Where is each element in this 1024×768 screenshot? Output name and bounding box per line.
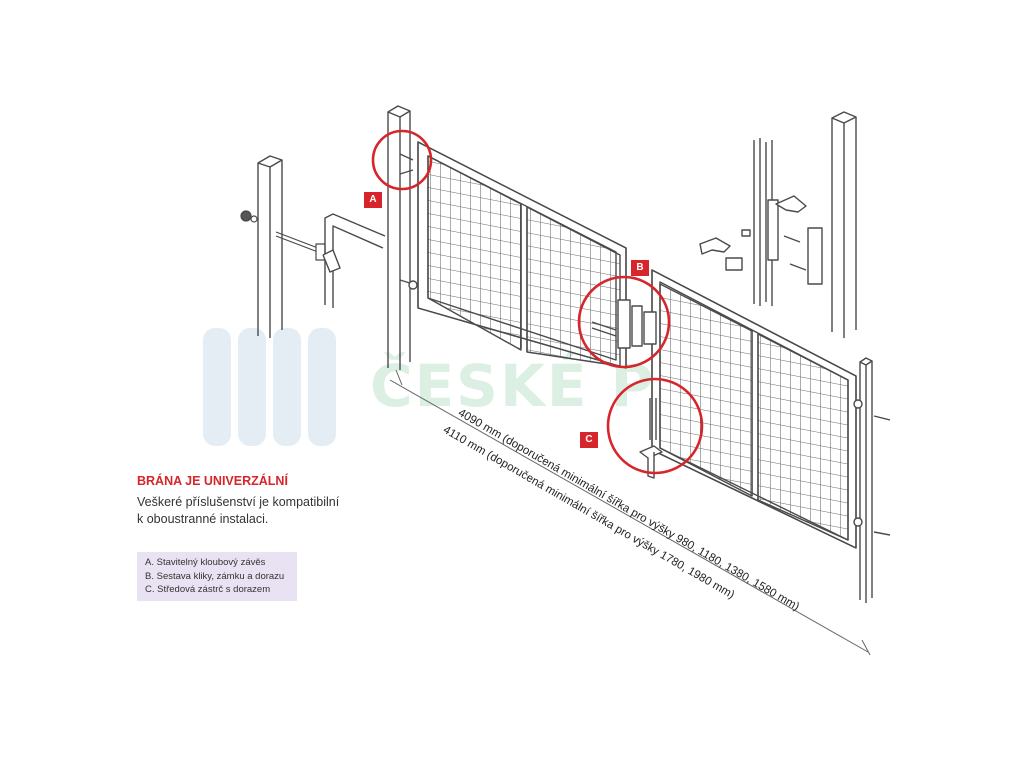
callout-circle-c	[606, 377, 704, 475]
callout-circle-a	[371, 129, 433, 191]
right-gate-leaf	[651, 269, 857, 549]
right-gate-post	[853, 357, 891, 603]
legend-box: A. Stavitelný kloubový závěs B. Sestava …	[137, 552, 297, 601]
handle-set	[699, 195, 823, 285]
dimension-lines	[389, 369, 871, 656]
legend-item-a: A. Stavitelný kloubový závěs	[145, 557, 266, 568]
callout-label-a: A	[364, 192, 382, 208]
legend-item-c: C. Středová zástrč s dorazem	[145, 584, 271, 595]
callout-circle-b	[577, 275, 671, 369]
legend-item-b: B. Sestava kliky, zámku a dorazu	[145, 570, 285, 582]
left-exploded-post	[257, 155, 283, 338]
gate-frame-corner	[322, 213, 386, 308]
callout-label-b: B	[631, 260, 649, 276]
lock-assembly	[591, 299, 657, 349]
intro-text: Veškeré příslušenství je kompatibilní k …	[137, 495, 340, 526]
left-gate-post	[387, 105, 418, 370]
callout-label-c: C	[580, 432, 598, 448]
right-exploded-posts	[753, 111, 857, 338]
hinge-bolt-left	[240, 210, 326, 261]
intro-title: BRÁNA JE UNIVERZÁLNÍ	[137, 474, 288, 488]
left-gate-leaf	[417, 141, 627, 369]
